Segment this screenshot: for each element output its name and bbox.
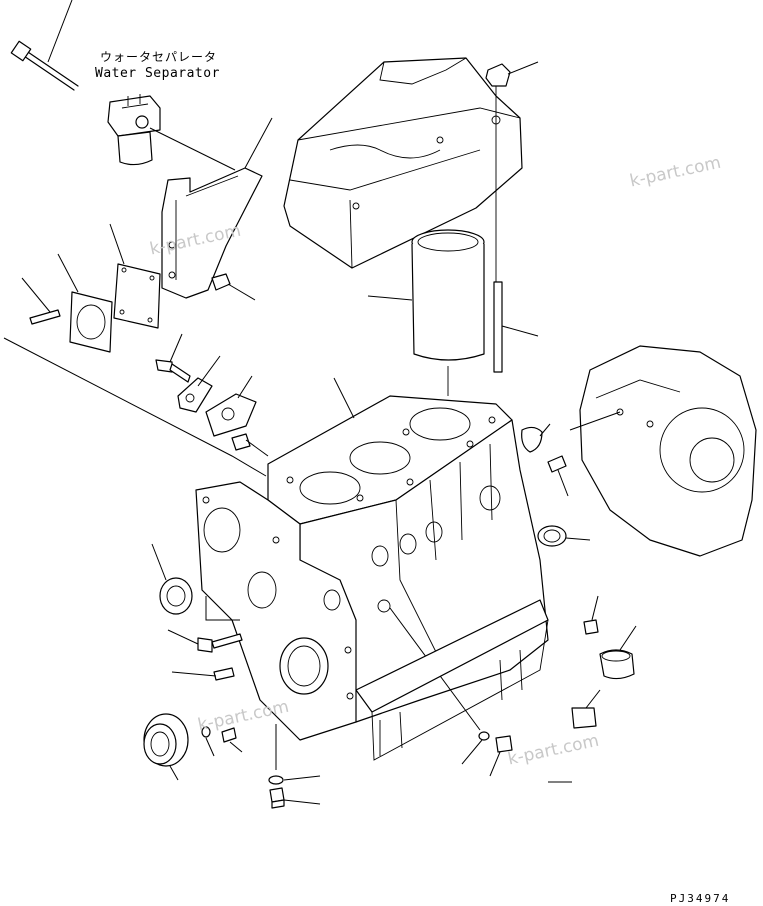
washer-right xyxy=(461,731,490,765)
nut-bracket xyxy=(211,273,256,301)
flywheel-housing xyxy=(569,345,757,557)
cylinder-head-cover xyxy=(283,57,523,269)
plug-bottom xyxy=(269,787,321,809)
oil-seal-front xyxy=(143,713,189,781)
bolt-left xyxy=(167,629,243,653)
drawing-code: PJ34974 xyxy=(670,892,731,905)
gasket-small-2 xyxy=(205,375,257,437)
front-plate xyxy=(195,481,357,741)
cover-plate xyxy=(109,223,161,329)
fuel-hose xyxy=(10,0,79,91)
water-separator-label-en: Water Separator xyxy=(95,66,220,81)
gasket xyxy=(57,253,113,353)
leader-long-left xyxy=(3,337,267,477)
cylinder-liner xyxy=(367,229,485,396)
fitting xyxy=(231,433,269,457)
washer-bottom xyxy=(268,775,321,785)
plug-right-3 xyxy=(571,689,601,729)
plug-right-2 xyxy=(599,625,637,680)
bolt-small xyxy=(155,333,191,383)
pin-small xyxy=(221,727,243,753)
stud-left xyxy=(21,277,61,325)
cylinder-block xyxy=(267,377,549,761)
pin-left xyxy=(171,667,235,681)
water-separator xyxy=(107,94,236,171)
bolt-right xyxy=(489,735,513,777)
oil-seal-right xyxy=(537,525,591,547)
stud-long xyxy=(493,281,539,373)
leader-bracket-left xyxy=(205,596,240,621)
bracket xyxy=(161,117,273,299)
cap-plug xyxy=(521,423,551,453)
bushing-left xyxy=(151,543,193,615)
nut-top xyxy=(485,61,539,290)
plug-right-1 xyxy=(583,595,599,635)
gasket-small-1 xyxy=(177,355,221,413)
water-separator-label-jp: ウォータセパレータ xyxy=(100,50,218,64)
dowel-pin xyxy=(547,455,569,497)
o-ring-small xyxy=(201,726,215,757)
